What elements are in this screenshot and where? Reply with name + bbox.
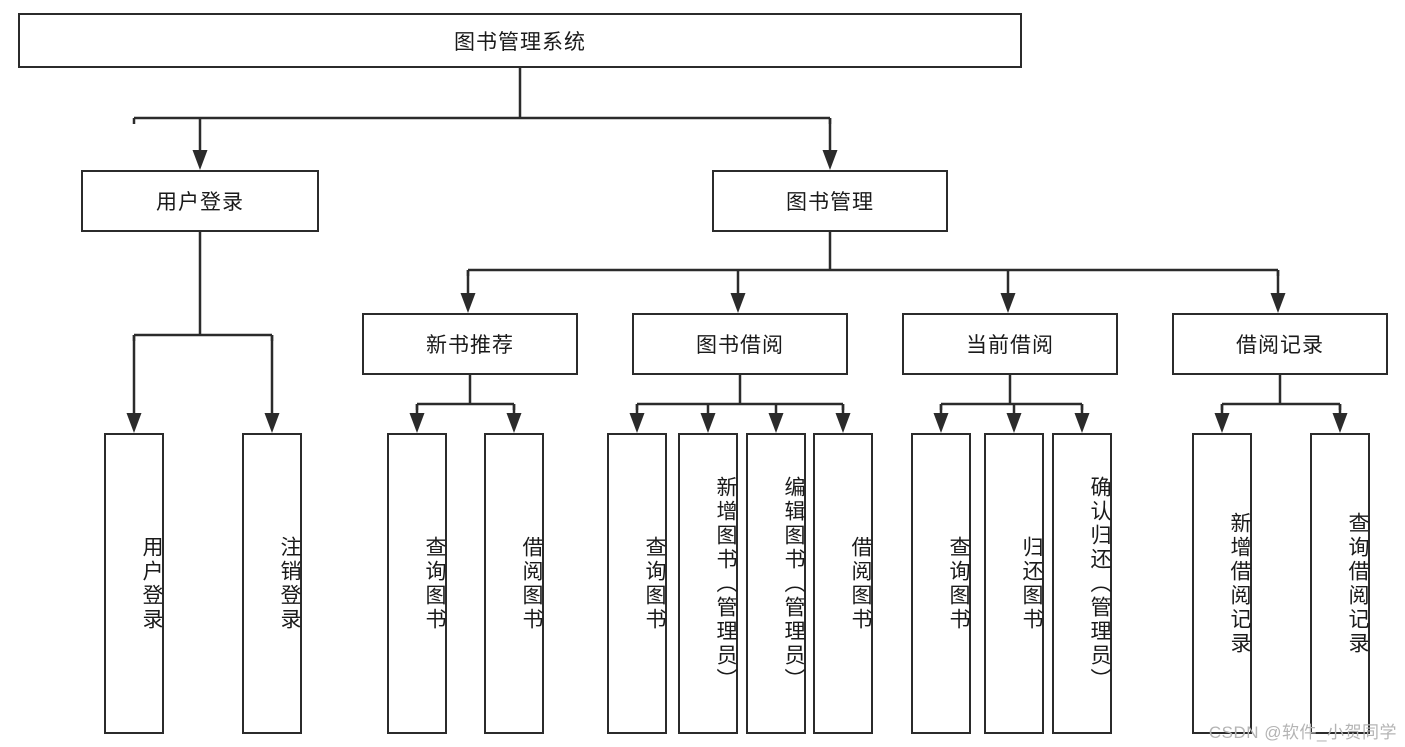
arrow-head-arrow-leaf-borrow-1: [506, 413, 522, 433]
node-label-current-borrow: 当前借阅: [966, 334, 1054, 357]
arrow-head-arrow-new-book-rec: [460, 293, 476, 313]
node-label-leaf-add-book: 新增图书（管理员）: [714, 475, 737, 692]
arrow-head-arrow-leaf-query-rec: [1332, 413, 1348, 433]
arrow-head-arrow-leaf-edit-book: [768, 413, 784, 433]
node-label-leaf-borrow-book-2: 借阅图书: [849, 535, 872, 632]
node-root[interactable]: 图书管理系统: [18, 13, 1022, 68]
node-leaf-borrow-book-1[interactable]: 借阅图书: [484, 433, 544, 734]
node-leaf-query-book-2[interactable]: 查询图书: [607, 433, 667, 734]
node-leaf-add-record[interactable]: 新增借阅记录: [1192, 433, 1252, 734]
arrow-head-arrow-user-login: [192, 150, 208, 170]
node-leaf-query-record[interactable]: 查询借阅记录: [1310, 433, 1370, 734]
node-label-leaf-borrow-book-1: 借阅图书: [520, 535, 543, 632]
node-label-leaf-return-book: 归还图书: [1020, 535, 1043, 632]
node-label-leaf-user-login: 用户登录: [140, 535, 163, 632]
node-label-leaf-query-book-1: 查询图书: [423, 535, 446, 632]
node-label-borrow-record: 借阅记录: [1236, 334, 1324, 357]
node-label-leaf-confirm-ret: 确认归还（管理员）: [1088, 475, 1111, 692]
watermark-text: CSDN @软件_小贺同学: [1208, 723, 1397, 742]
node-label-leaf-edit-book: 编辑图书（管理员）: [782, 475, 805, 692]
node-label-new-book-rec: 新书推荐: [426, 334, 514, 357]
node-user-login[interactable]: 用户登录: [81, 170, 319, 232]
node-label-book-manage: 图书管理: [786, 191, 874, 214]
arrow-head-arrow-book-borrow: [730, 293, 746, 313]
node-book-manage[interactable]: 图书管理: [712, 170, 948, 232]
node-book-borrow[interactable]: 图书借阅: [632, 313, 848, 375]
arrow-head-arrow-leaf-query-1: [409, 413, 425, 433]
node-label-root: 图书管理系统: [454, 30, 586, 54]
node-label-book-borrow: 图书借阅: [696, 334, 784, 357]
arrow-head-arrow-leaf-query-2: [629, 413, 645, 433]
arrow-head-arrow-leaf-user-login: [126, 413, 142, 433]
node-leaf-borrow-book-2[interactable]: 借阅图书: [813, 433, 873, 734]
node-label-leaf-query-book-3: 查询图书: [947, 535, 970, 632]
node-leaf-user-logout[interactable]: 注销登录: [242, 433, 302, 734]
arrow-head-arrow-leaf-query-3: [933, 413, 949, 433]
arrow-head-arrow-leaf-borrow-2: [835, 413, 851, 433]
node-leaf-confirm-ret[interactable]: 确认归还（管理员）: [1052, 433, 1112, 734]
arrow-head-arrow-leaf-add-rec: [1214, 413, 1230, 433]
node-current-borrow[interactable]: 当前借阅: [902, 313, 1118, 375]
arrow-head-arrow-leaf-return: [1006, 413, 1022, 433]
arrow-head-arrow-borrow-record: [1270, 293, 1286, 313]
node-label-leaf-query-book-2: 查询图书: [643, 535, 666, 632]
node-leaf-add-book[interactable]: 新增图书（管理员）: [678, 433, 738, 734]
node-leaf-query-book-3[interactable]: 查询图书: [911, 433, 971, 734]
node-leaf-user-login[interactable]: 用户登录: [104, 433, 164, 734]
arrow-head-arrow-book-manage: [822, 150, 838, 170]
node-label-user-login: 用户登录: [156, 191, 244, 214]
node-new-book-rec[interactable]: 新书推荐: [362, 313, 578, 375]
node-label-leaf-query-record: 查询借阅记录: [1346, 511, 1369, 656]
node-leaf-edit-book[interactable]: 编辑图书（管理员）: [746, 433, 806, 734]
arrow-head-arrow-leaf-add-book: [700, 413, 716, 433]
node-label-leaf-user-logout: 注销登录: [278, 535, 301, 632]
arrow-head-arrow-leaf-confirm: [1074, 413, 1090, 433]
arrow-head-arrow-leaf-user-logout: [264, 413, 280, 433]
node-label-leaf-add-record: 新增借阅记录: [1228, 511, 1251, 656]
node-leaf-query-book-1[interactable]: 查询图书: [387, 433, 447, 734]
node-leaf-return-book[interactable]: 归还图书: [984, 433, 1044, 734]
arrow-head-arrow-current-borrow: [1000, 293, 1016, 313]
node-borrow-record[interactable]: 借阅记录: [1172, 313, 1388, 375]
